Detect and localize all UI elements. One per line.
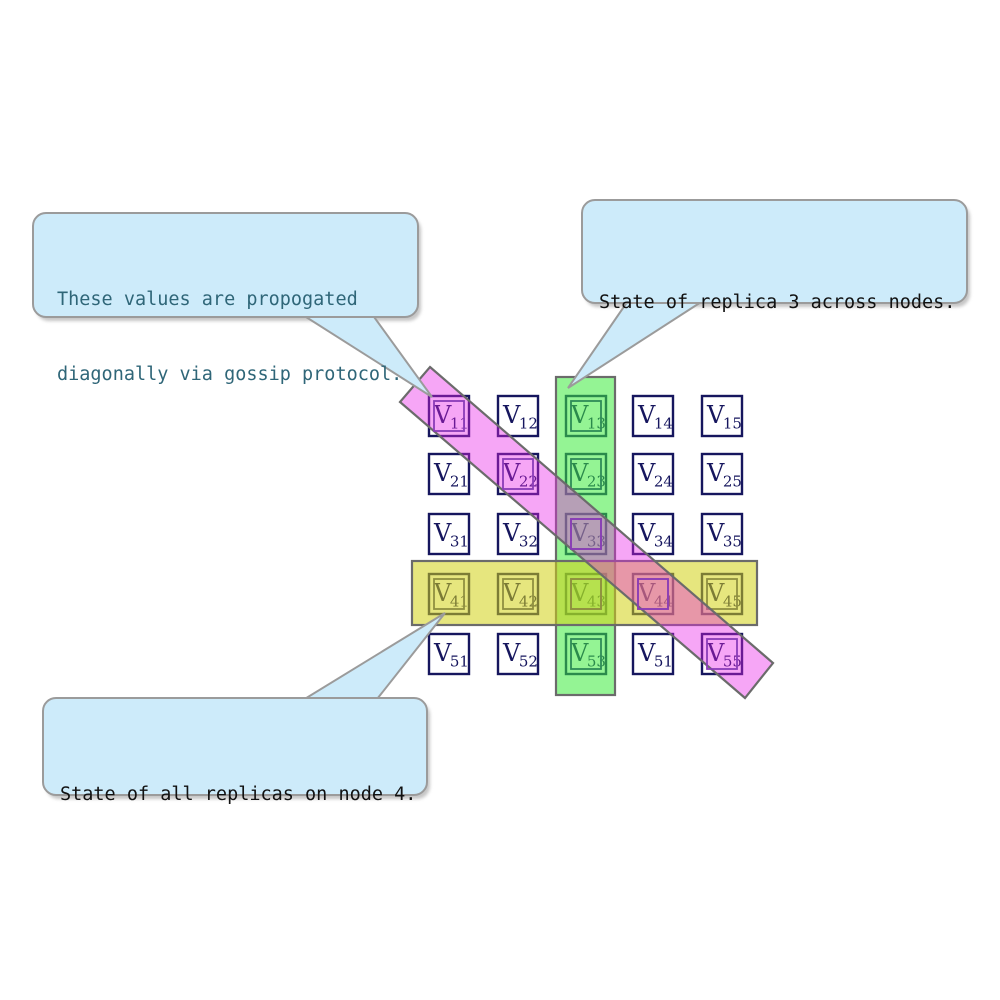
matrix-cell-r2c4 — [631, 452, 675, 496]
matrix-cell-r2c1 — [427, 452, 471, 496]
replica-callout-box — [581, 199, 968, 304]
matrix-cell-r3c1 — [427, 512, 471, 556]
matrix-cell-r1c5 — [700, 394, 744, 438]
matrix-cell-label-r3c1: V31 — [433, 519, 469, 551]
gossip-callout-box — [32, 212, 419, 318]
diagonal-gossip-highlight — [398, 365, 775, 700]
matrix-cell-r5c2 — [496, 632, 540, 676]
replica-callout-tail — [567, 294, 713, 389]
gossip-mark-44 — [637, 578, 669, 610]
matrix-cell-r3c4 — [631, 512, 675, 556]
callout-boxes — [32, 199, 968, 796]
matrix-cell-r5c1 — [427, 632, 471, 676]
replica-mark-r1 — [570, 400, 602, 432]
node-mark-c3 — [570, 578, 602, 610]
matrix-cell-r2c5 — [700, 452, 744, 496]
gossip-mark-33 — [570, 518, 602, 550]
gossip-mark-22 — [502, 458, 534, 490]
node-callout-tail — [289, 612, 446, 709]
matrix-cell-r2c2 — [496, 452, 540, 496]
matrix-cell-r3c5 — [700, 512, 744, 556]
node-mark-c5 — [706, 578, 738, 610]
matrix-cell-r5c4 — [631, 632, 675, 676]
callout-tails — [289, 294, 713, 709]
node-mark-c1 — [433, 578, 465, 610]
replica-mark-r5 — [570, 638, 602, 670]
gossip-mark-55 — [706, 638, 738, 670]
gossip-callout-tail — [294, 309, 433, 398]
matrix-cell-r1c2 — [496, 394, 540, 438]
diagonal-cell-marks — [433, 400, 738, 670]
matrix-cell-r1c4 — [631, 394, 675, 438]
replica-column-highlight — [554, 375, 617, 697]
matrix-cell-r3c2 — [496, 512, 540, 556]
node-mark-c2 — [502, 578, 534, 610]
node-callout-box — [42, 697, 428, 796]
node-row-highlight — [410, 559, 759, 627]
matrix-cell-label-r3c2: V32 — [502, 519, 538, 551]
gossip-mark-11 — [433, 400, 465, 432]
matrix-cell-r1c1 — [427, 394, 471, 438]
replica-mark-r2 — [570, 458, 602, 490]
matrix-cell-label-r1c5: V15 — [706, 401, 742, 433]
